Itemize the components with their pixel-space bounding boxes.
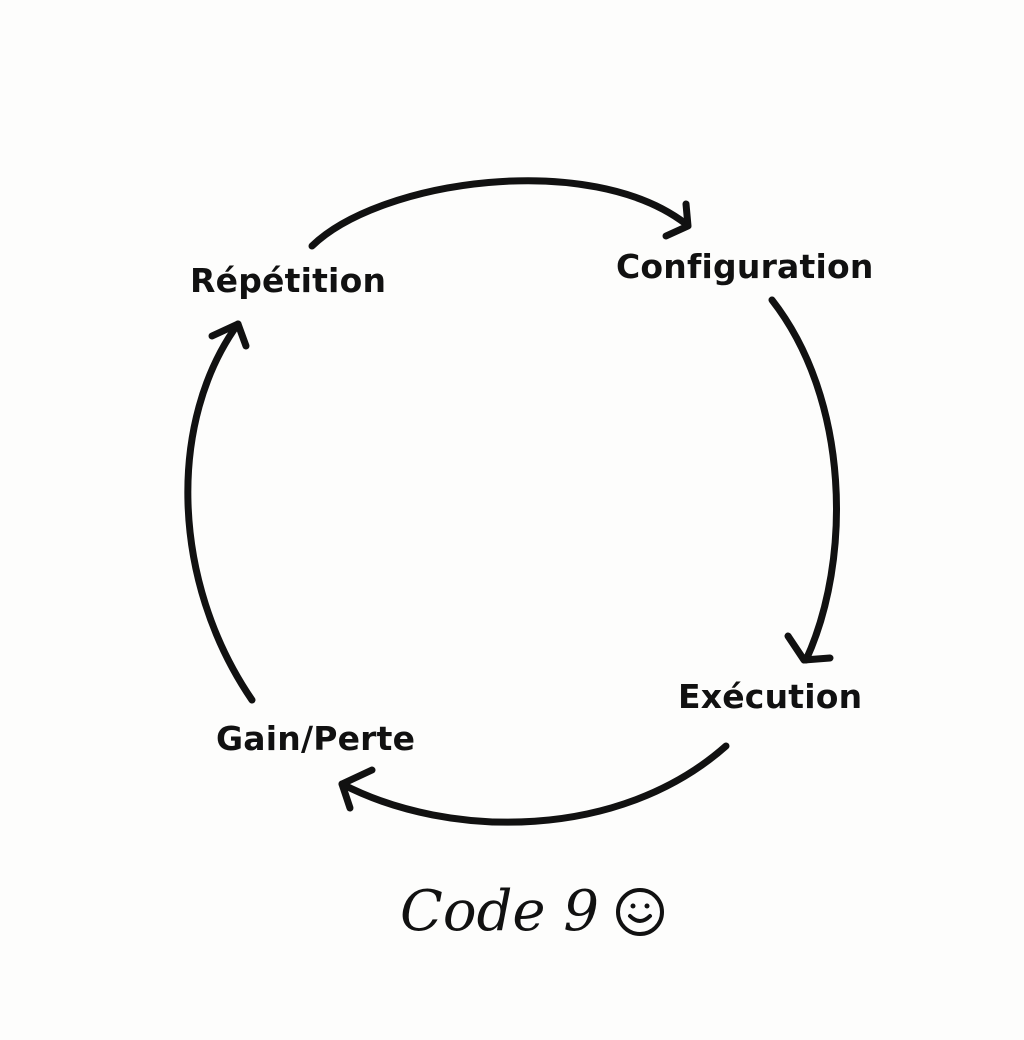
node-execution-label: Exécution — [678, 677, 863, 716]
arrow-gain-to-repetition — [184, 320, 256, 704]
node-repetition-label: Répétition — [190, 261, 387, 300]
node-configuration-label: Configuration — [616, 247, 874, 286]
signature-text: Code 9 — [400, 879, 599, 944]
arrow-repetition-to-configuration — [308, 177, 692, 250]
arrow-configuration-to-execution — [768, 296, 840, 664]
smiley-icon — [615, 888, 664, 936]
signature: Code 9 — [400, 872, 667, 952]
arrow-execution-to-gain — [338, 742, 730, 826]
node-gain-label: Gain/Perte — [216, 719, 416, 758]
